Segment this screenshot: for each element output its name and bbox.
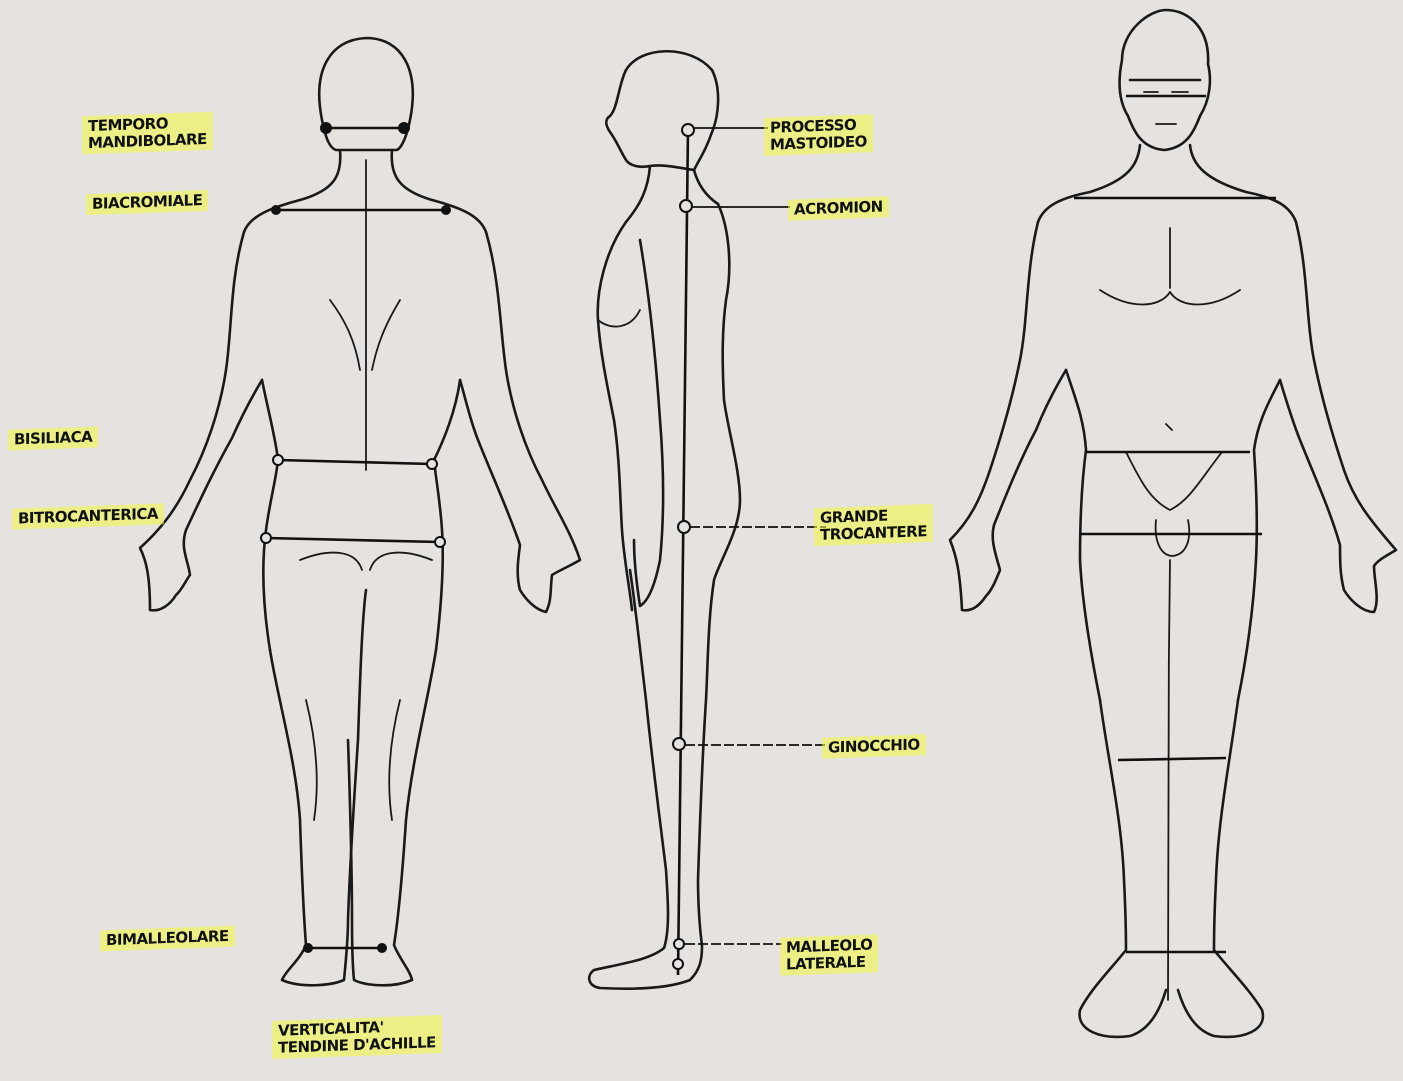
side-head [606, 51, 718, 170]
label-ginocchio: GINOCCHIO [822, 736, 926, 757]
front-view-figure [950, 10, 1396, 1037]
label-bitrocanterica: BITROCANTERICA [12, 506, 164, 527]
front-right-arm [1280, 222, 1396, 612]
side-view-measurements [673, 124, 826, 975]
label-bimalleolare: BIMALLEOLARE [100, 928, 235, 949]
label-verticalita-tendine: VERTICALITA'TENDINE D'ACHILLE [272, 1018, 442, 1056]
front-neck [1038, 145, 1140, 222]
back-torso [262, 380, 278, 650]
side-arm [634, 240, 663, 606]
front-view-measurements [1074, 96, 1276, 952]
side-neck [626, 166, 650, 222]
plumb-line [678, 128, 688, 975]
label-bisiliaca: BISILIACA [8, 428, 98, 449]
back-view-figure [140, 38, 580, 985]
side-view-figure [589, 51, 740, 988]
side-back [589, 204, 740, 989]
back-left-arm [140, 232, 262, 610]
bitrocanterica-line [266, 538, 440, 542]
front-left-arm [950, 222, 1066, 610]
front-legs [1080, 700, 1166, 1037]
back-head [319, 38, 412, 150]
label-acromion: ACROMION [788, 198, 889, 219]
back-view-measurements [261, 122, 451, 953]
side-chest [598, 222, 632, 610]
back-right-arm [460, 232, 580, 612]
back-neck [244, 150, 340, 232]
label-biacromiale: BIACROMIALE [86, 192, 208, 213]
bisiliaca-line [278, 460, 432, 464]
